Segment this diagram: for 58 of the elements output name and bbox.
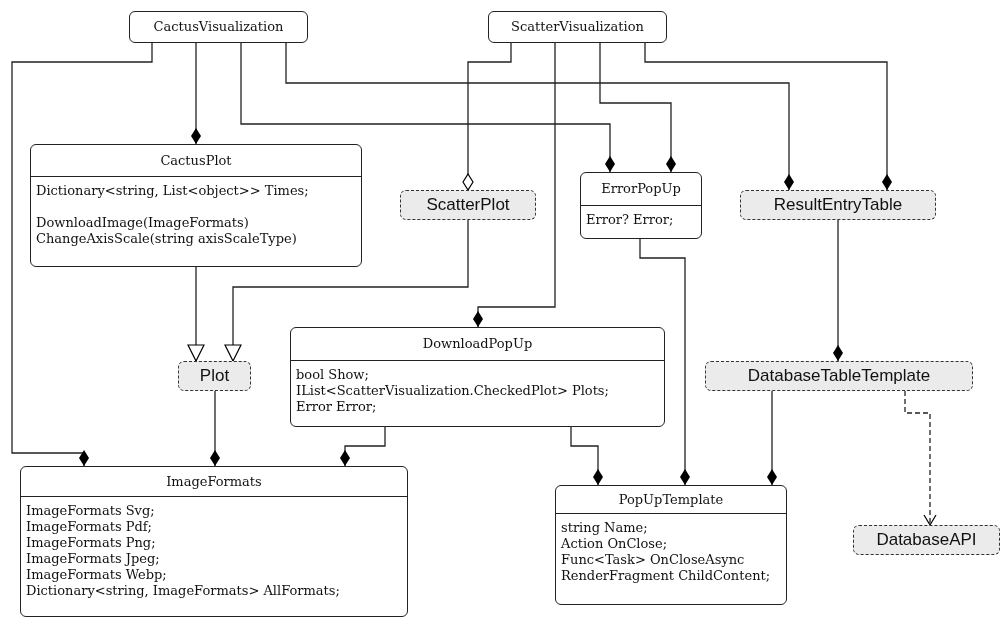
interface-name: DatabaseTableTemplate <box>747 365 931 388</box>
class-name: CactusVisualization <box>153 18 284 37</box>
composition-connector <box>11 42 153 467</box>
composition-connector <box>599 42 676 173</box>
class-box <box>129 11 308 43</box>
inheritance-arrow <box>224 219 469 362</box>
class-member: Dictionary<string, List<object>> Times; <box>36 183 309 199</box>
class-name: ImageFormats <box>166 472 262 491</box>
dependency-arrow <box>904 390 937 526</box>
class-member: ImageFormats Webp; <box>26 567 167 583</box>
class-box <box>488 11 667 43</box>
composition-connector <box>639 238 690 486</box>
class-member: Error? Error; <box>586 212 674 228</box>
class-member: ImageFormats Jpeg; <box>26 551 160 567</box>
composition-connector <box>570 426 603 486</box>
composition-connector <box>340 426 386 467</box>
class-member: Action OnClose; <box>561 536 668 552</box>
interface-box <box>400 190 536 220</box>
composition-connector <box>767 390 777 486</box>
interface-name: DatabaseAPI <box>876 529 977 552</box>
class-name: DownloadPopUp <box>422 335 533 354</box>
class-member: ImageFormats Pdf; <box>26 519 152 535</box>
class-member: RenderFragment ChildContent; <box>561 568 771 584</box>
interface-box <box>740 190 936 220</box>
class-member: ImageFormats Png; <box>26 535 156 551</box>
inheritance-arrow <box>187 266 205 362</box>
class-box <box>580 172 702 239</box>
composition-connector <box>191 42 201 145</box>
composition-connector <box>833 219 843 362</box>
class-member: DownloadImage(ImageFormats) <box>36 215 249 231</box>
class-member: string Name; <box>561 520 648 536</box>
class-name: CactusPlot <box>160 151 232 170</box>
class-box <box>555 485 787 605</box>
class-member: Error Error; <box>296 399 377 415</box>
composition-connector <box>240 42 615 173</box>
class-name: PopUpTemplate <box>618 490 724 509</box>
class-box <box>30 144 362 267</box>
class-box <box>20 466 408 617</box>
class-box <box>290 327 665 427</box>
class-member: ChangeAxisScale(string axisScaleType) <box>36 231 297 247</box>
interface-name: ScatterPlot <box>426 194 510 217</box>
composition-connector <box>473 42 556 328</box>
class-member: bool Show; <box>296 367 369 383</box>
class-member: IList<ScatterVisualization.CheckedPlot> Plots; <box>296 383 609 399</box>
class-name: ScatterVisualization <box>511 18 644 37</box>
composition-connector <box>644 42 892 191</box>
composition-connector <box>462 42 512 191</box>
class-name: ErrorPopUp <box>601 180 681 199</box>
interface-box <box>178 361 251 391</box>
class-member: Func<Task> OnCloseAsync <box>561 552 745 568</box>
interface-name: Plot <box>199 365 230 388</box>
interface-box <box>853 525 1000 555</box>
composition-connector <box>285 42 794 191</box>
class-member: Dictionary<string, ImageFormats> AllFormats; <box>26 583 340 599</box>
composition-connector <box>210 390 220 467</box>
interface-box <box>705 361 973 391</box>
interface-name: ResultEntryTable <box>773 194 903 217</box>
class-member: ImageFormats Svg; <box>26 503 155 519</box>
